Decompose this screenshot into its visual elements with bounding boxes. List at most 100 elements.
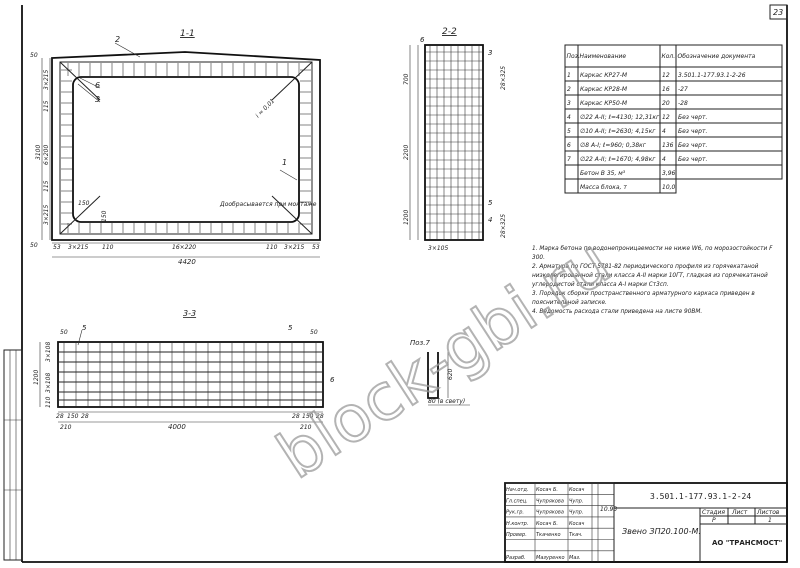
dim-label: 3×108	[45, 373, 52, 393]
dim-label: 210	[60, 424, 72, 431]
table-cell: -28	[678, 100, 688, 107]
table-cell: 12	[662, 114, 670, 121]
dim-label: 150	[302, 413, 314, 420]
sheets-header: Листов	[756, 509, 780, 516]
signature-cell: Маз.	[569, 555, 581, 561]
table-cell: Бетон В 35, м³	[580, 170, 626, 177]
reinforcement-grid	[426, 46, 482, 239]
dim-label: 1200	[33, 370, 40, 385]
dim-label: 115	[43, 180, 50, 192]
table-cell: 4	[567, 114, 571, 121]
table-cell: 2	[567, 86, 571, 93]
callout: 1	[282, 158, 287, 167]
slope-note: i ≈ 0,01	[254, 98, 276, 120]
signature-cell: Рук.гр.	[506, 510, 524, 516]
dim-label: 28×325	[500, 66, 507, 90]
note-line: 2. Арматура по ГОСТ 5781-82 периодическо…	[532, 264, 759, 270]
note-line: 300.	[532, 255, 545, 261]
dim-label: 3×215	[43, 205, 50, 225]
dim-label: 210	[300, 424, 312, 431]
table-cell: 4	[662, 128, 666, 135]
dim-label: 110	[45, 396, 52, 408]
dim-label: 53	[53, 244, 61, 251]
dim-label: 3×108	[45, 342, 52, 362]
table-cell: Без черт.	[678, 156, 707, 163]
table-cell: 3,96	[662, 170, 676, 177]
callout: 6	[420, 36, 425, 44]
table-cell: Каркас КР27-М	[580, 72, 628, 79]
dim-label: 700	[403, 73, 410, 85]
callout: 6	[330, 376, 335, 384]
date: 10.93	[600, 506, 617, 513]
dim-label: 53	[312, 244, 320, 251]
table-cell: Без черт.	[678, 128, 707, 135]
dim-label: 150	[67, 413, 79, 420]
note-line: 1. Марка бетона по водонепроницаемости н…	[532, 246, 773, 252]
dim-label: 28	[56, 413, 64, 420]
dim-label: 115	[43, 100, 50, 112]
dim-label: 80 (в свету)	[428, 398, 465, 405]
table-cell: 16	[662, 86, 670, 93]
signature-cell: Чупрякова	[536, 498, 564, 504]
callout: 6	[95, 81, 100, 90]
dim-label: 50	[310, 329, 318, 336]
dim-label: 620	[447, 368, 454, 380]
table-cell: Без черт.	[678, 142, 707, 149]
general-notes: 1. Марка бетона по водонепроницаемости н…	[531, 246, 773, 315]
signature-cell: Мазуренко	[536, 555, 565, 561]
drawing-name: Звено ЗП20.100-М.	[622, 527, 701, 536]
table-cell: 3	[567, 100, 571, 107]
dim-label: 28×325	[500, 214, 507, 238]
dim-label: 3100	[35, 145, 42, 160]
dim-label: 28	[316, 413, 324, 420]
table-cell: Без черт.	[678, 114, 707, 121]
view-title: 3-3	[183, 309, 196, 318]
document-code: 3.501.1-177.93.1-2-24	[650, 492, 751, 501]
dim-label: 3×215	[43, 70, 50, 90]
sheets-value: 1	[768, 517, 772, 524]
dim-label: 4420	[178, 258, 196, 266]
callout: 3	[488, 49, 492, 57]
table-cell: Масса блока, т	[580, 184, 627, 191]
callout: 5	[488, 199, 493, 207]
view-title: 1-1	[180, 29, 195, 39]
reinforcement-grid	[59, 343, 322, 406]
view-3-3: 3-3 5 5 6 50 50 1200 3×108 3×108 110 28 …	[33, 309, 335, 431]
dim-label: 3×105	[428, 245, 448, 252]
dim-label: 2200	[403, 145, 410, 160]
callout: 3	[95, 95, 100, 104]
table-cell: ∅22 А-II; ℓ=1670; 4,98кг	[580, 156, 656, 163]
callout: 2	[115, 35, 120, 44]
signature-cell: Чупрякова	[536, 510, 564, 516]
signature-cell: Н.контр.	[506, 521, 528, 527]
signature-cell: Косач Б.	[536, 487, 558, 493]
dim-label: 28	[81, 413, 89, 420]
signature-cell: Косач	[569, 521, 584, 527]
table-cell: 12	[662, 72, 670, 79]
signature-cell: Гл.спец.	[506, 498, 528, 504]
table-cell: 136	[662, 142, 674, 149]
signature-cell: Косач	[569, 487, 584, 493]
dim-label: 3×215	[284, 244, 304, 251]
view-title: 2-2	[442, 27, 457, 37]
table-cell: 7	[567, 156, 571, 163]
signature-cell: Чупр.	[569, 498, 583, 504]
table-cell: ∅10 А-II; ℓ=2630; 4,15кг	[580, 128, 656, 135]
table-header: Кол.	[662, 53, 676, 60]
table-header: Обозначение документа	[678, 53, 756, 60]
note-line: пояснительной записке.	[532, 300, 607, 306]
dim-label: 1200	[403, 210, 410, 225]
dim-label: 4000	[168, 423, 186, 431]
dim-label: 110	[266, 244, 278, 251]
table-cell: -27	[678, 86, 688, 93]
dim-label: 50	[30, 242, 38, 249]
dim-label: 28	[292, 413, 300, 420]
stage-value: Р	[712, 517, 716, 524]
table-cell: 5	[567, 128, 571, 135]
signature-cell: Косач Б.	[536, 521, 558, 527]
dim-label: 16×220	[172, 244, 196, 251]
watermark: block-gbi.ru	[265, 225, 623, 494]
